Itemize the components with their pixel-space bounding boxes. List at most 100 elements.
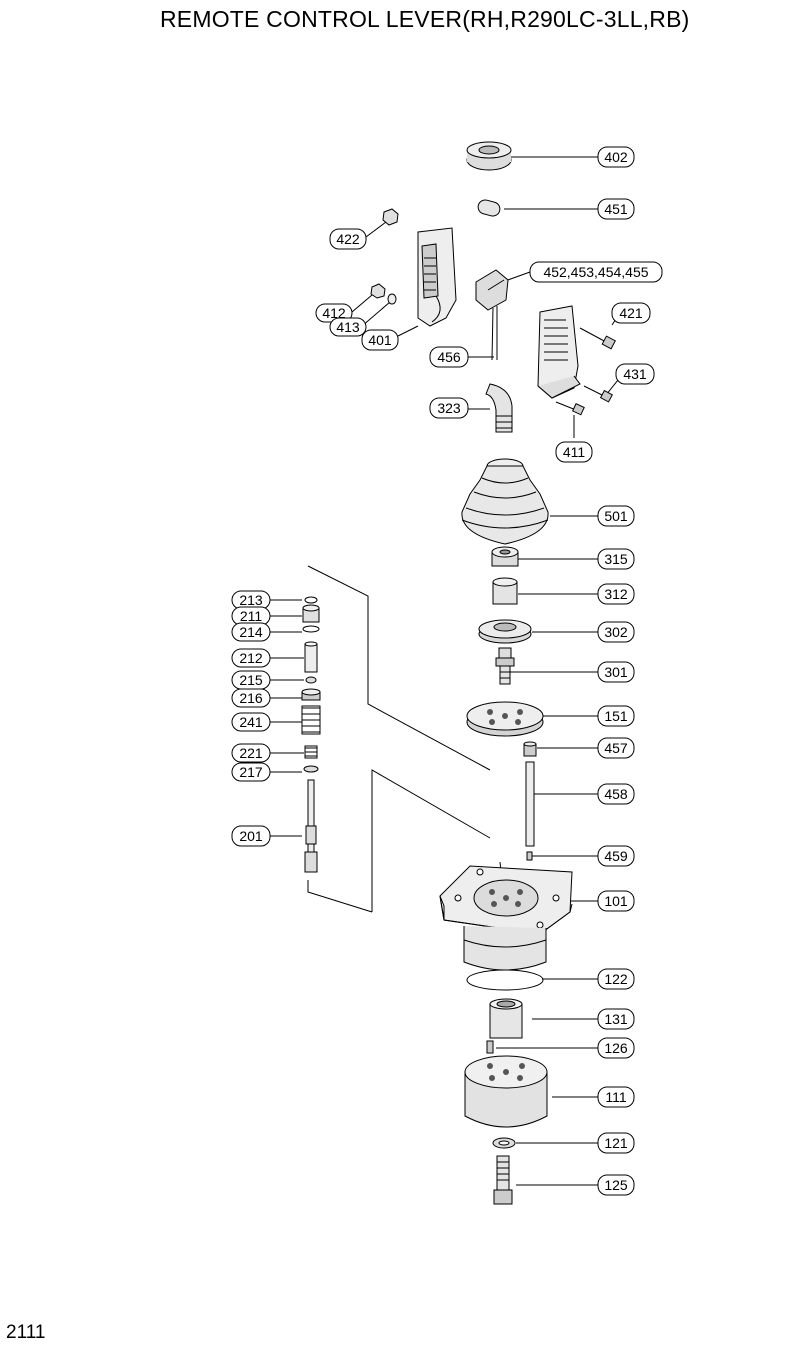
- svg-text:456: 456: [437, 349, 461, 365]
- callout-131: 131: [597, 1008, 635, 1030]
- part-casing-111: [464, 1055, 548, 1128]
- svg-text:459: 459: [604, 848, 628, 864]
- callout-431: 431: [615, 363, 655, 385]
- callout-302: 302: [597, 621, 635, 643]
- callout-121: 121: [597, 1132, 635, 1154]
- callout-101: 101: [597, 890, 635, 912]
- callout-214: 214: [231, 622, 271, 642]
- callout-212: 212: [231, 648, 271, 668]
- svg-text:431: 431: [623, 366, 647, 382]
- part-pin-459: [526, 851, 533, 861]
- svg-text:401: 401: [368, 332, 392, 348]
- svg-text:402: 402: [604, 149, 628, 165]
- part-ring-213: [304, 596, 318, 604]
- callout-125: 125: [597, 1174, 635, 1196]
- svg-text:151: 151: [604, 708, 628, 724]
- svg-text:312: 312: [604, 586, 628, 602]
- svg-text:315: 315: [604, 551, 628, 567]
- svg-text:241: 241: [239, 714, 263, 730]
- part-grip-right-421: [537, 305, 581, 399]
- callout-411: 411: [555, 441, 593, 463]
- part-cable-456: [491, 306, 498, 361]
- part-joint-301: [495, 647, 515, 685]
- callout-216: 216: [231, 688, 271, 708]
- svg-text:101: 101: [604, 893, 628, 909]
- svg-text:214: 214: [239, 624, 263, 640]
- svg-text:301: 301: [604, 664, 628, 680]
- part-washer-121: [492, 1137, 516, 1149]
- part-nut-422: [382, 208, 399, 226]
- svg-text:422: 422: [336, 231, 360, 247]
- callout-501: 501: [597, 505, 635, 527]
- part-spool-201: [304, 779, 318, 873]
- part-spring-241: [301, 705, 321, 735]
- part-plate-151: [466, 701, 544, 737]
- callout-401: 401: [361, 329, 399, 351]
- svg-text:122: 122: [604, 971, 628, 987]
- callout-422: 422: [329, 228, 367, 250]
- part-screw-411: [555, 401, 585, 416]
- svg-text:412: 412: [322, 305, 346, 321]
- svg-text:125: 125: [604, 1177, 628, 1193]
- svg-text:457: 457: [604, 740, 628, 756]
- svg-text:501: 501: [604, 508, 628, 524]
- part-grip-left-401: [417, 227, 457, 327]
- part-spring-221: [304, 745, 318, 759]
- callout-315: 315: [597, 548, 635, 570]
- svg-text:131: 131: [604, 1011, 628, 1027]
- callout-402: 402: [597, 146, 635, 168]
- part-oring-122: [466, 969, 544, 991]
- callout-211: 211: [231, 606, 271, 626]
- callout-213: 213: [231, 590, 271, 610]
- part-nut-315: [491, 546, 519, 567]
- svg-text:126: 126: [604, 1040, 628, 1056]
- svg-text:213: 213: [239, 592, 263, 608]
- part-pin-126: [486, 1040, 494, 1054]
- callout-457: 457: [597, 737, 635, 759]
- svg-text:121: 121: [604, 1135, 628, 1151]
- part-seat-216: [301, 688, 321, 701]
- part-body-101: [439, 865, 573, 971]
- callout-201: 201: [231, 825, 271, 847]
- svg-text:215: 215: [239, 672, 263, 688]
- callout-215: 215: [231, 670, 271, 690]
- svg-text:452,453,454,455: 452,453,454,455: [543, 264, 648, 280]
- page-number: 2111: [6, 1322, 46, 1343]
- part-bushing-131: [489, 998, 523, 1039]
- leader-lines: [270, 156, 619, 1186]
- svg-text:413: 413: [336, 319, 360, 335]
- part-bolt-125: [493, 1155, 513, 1205]
- svg-text:221: 221: [239, 745, 263, 761]
- callout-323: 323: [429, 397, 469, 419]
- callout-459: 459: [597, 845, 635, 867]
- part-plunger-212: [304, 641, 318, 673]
- callout-456: 456: [429, 346, 469, 368]
- part-ring-214: [302, 625, 320, 633]
- part-screw-431: [583, 385, 613, 403]
- svg-text:212: 212: [239, 650, 263, 666]
- svg-text:216: 216: [239, 690, 263, 706]
- part-switch-452: [475, 269, 509, 311]
- part-screw-421: [579, 327, 616, 350]
- part-nut-412: [370, 283, 386, 299]
- callout-126: 126: [597, 1037, 635, 1059]
- callout-241: 241: [231, 712, 271, 732]
- callout-312: 312: [597, 583, 635, 605]
- svg-text:451: 451: [604, 201, 628, 217]
- callout-122: 122: [597, 968, 635, 990]
- part-plate-302: [478, 619, 532, 644]
- page-title: REMOTE CONTROL LEVER(RH,R290LC-3LL,RB): [160, 6, 690, 32]
- part-sleeve-312: [492, 577, 518, 605]
- svg-text:211: 211: [240, 608, 263, 624]
- svg-text:201: 201: [239, 828, 263, 844]
- svg-text:111: 111: [605, 1089, 626, 1105]
- part-washer-217: [303, 765, 319, 773]
- svg-text:323: 323: [437, 400, 461, 416]
- part-tube-323: [485, 383, 513, 433]
- part-washer-413: [387, 293, 397, 305]
- callout-217: 217: [231, 762, 271, 782]
- part-cap-402: [466, 141, 512, 171]
- callout-452-455: 452,453,454,455: [529, 261, 663, 283]
- callout-413: 413: [329, 317, 367, 337]
- svg-text:302: 302: [604, 624, 628, 640]
